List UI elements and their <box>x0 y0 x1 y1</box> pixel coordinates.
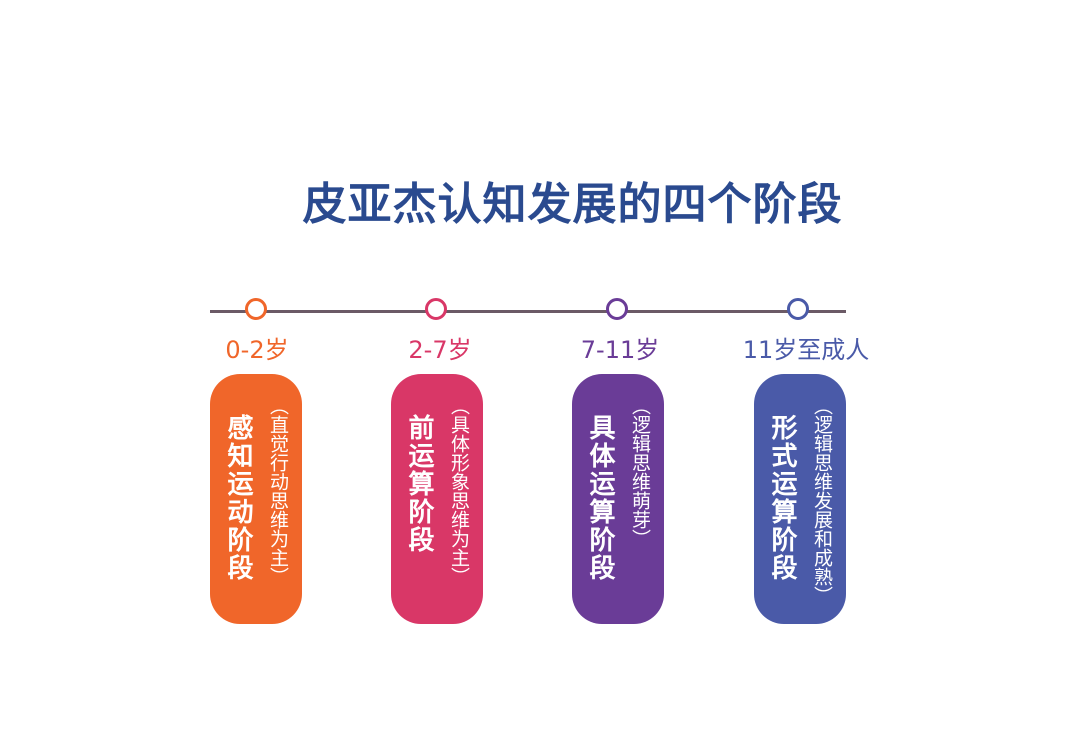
stage-1-description: （直觉行动思维为主） <box>267 396 289 586</box>
stage-2-description: （具体形象思维为主） <box>448 396 470 586</box>
stage-1-card: （直觉行动思维为主） 感知运动阶段 <box>210 374 302 624</box>
timeline-node-1 <box>245 298 267 320</box>
stage-4-age: 11岁至成人 <box>742 336 870 364</box>
stage-3-age: 7-11岁 <box>580 336 660 364</box>
stage-3-card: （逻辑思维萌芽） 具体运算阶段 <box>572 374 664 624</box>
stage-4-description: （逻辑思维发展和成熟） <box>811 396 833 605</box>
stage-1-name: 感知运动阶段 <box>223 414 253 582</box>
timeline-node-3 <box>606 298 628 320</box>
timeline-node-4 <box>787 298 809 320</box>
timeline-line <box>210 310 846 313</box>
stage-1-age: 0-2岁 <box>225 336 289 364</box>
stage-4-name: 形式运算阶段 <box>767 414 797 582</box>
stage-2-age: 2-7岁 <box>408 336 472 364</box>
timeline-node-2 <box>425 298 447 320</box>
stage-2-card: （具体形象思维为主） 前运算阶段 <box>391 374 483 624</box>
stage-3-name: 具体运算阶段 <box>585 414 615 582</box>
stage-2-name: 前运算阶段 <box>404 414 434 554</box>
stage-3-description: （逻辑思维萌芽） <box>629 396 651 548</box>
stage-4-card: （逻辑思维发展和成熟） 形式运算阶段 <box>754 374 846 624</box>
page-title: 皮亚杰认知发展的四个阶段 <box>302 179 843 230</box>
